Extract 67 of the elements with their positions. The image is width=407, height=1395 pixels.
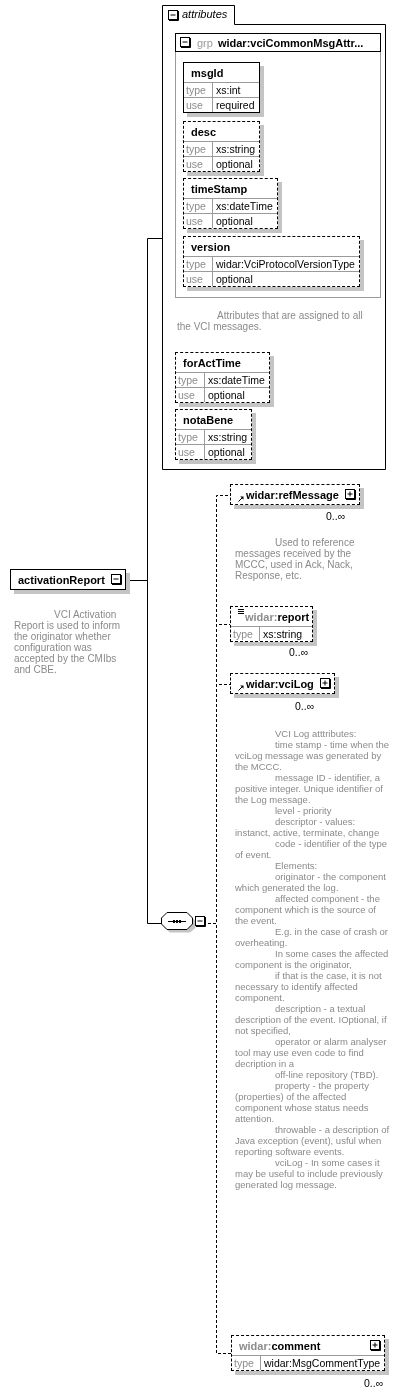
documentation-text: off-line repository (TBD). [274,1069,380,1080]
documentation-text: Used to reference messages received by the MCCC, used in Ack, Nack, Response, etc. [235,537,356,581]
documentation-text: VCI Activation Report is used to inform the originator whether configuration was accepted by the CMIbs and CBE. [14,609,122,675]
multiplicity-label: 0..∞ [295,700,315,712]
documentation-text: Elements: [274,860,319,871]
property-label: use [176,445,205,459]
documentation-text: E.g. in the case of crash or overheating. [235,926,389,948]
property-label: type [184,83,213,97]
property-label: type [184,199,213,213]
attributes-panel [162,5,386,470]
property-value: widar:MsgCommentType [263,1356,382,1370]
property-value: optional [207,445,246,459]
property-label: type [231,627,260,641]
sequence-octagon [161,912,208,933]
property-label: type [176,430,205,444]
multiplicity-label: 0..∞ [289,646,309,658]
property-label: use [176,388,205,402]
property-value: xs:dateTime [207,373,266,387]
documentation-text: code - identifier of the type of event. [235,838,388,860]
element-name: timeStamp [191,182,248,195]
element-name: activationReport [18,573,105,586]
group-box [175,33,381,298]
property-value: optional [215,214,254,228]
documentation-text: vciLog - In some cases it may be useful to include previously generated log message. [235,1157,384,1190]
property-label: type [232,1356,261,1370]
documentation-text: message ID - identifier, a positive integer. Unique identifier of the Log message. [235,772,384,805]
group-keyword: grp [197,36,213,49]
multiplicity-label: 0..∞ [364,1377,384,1389]
property-value: optional [207,388,246,402]
documentation-text: Attributes that are assigned to all the VCI messages. [177,310,364,332]
property-value: xs:int [215,83,242,97]
property-label: use [184,98,213,112]
property-label: type [184,257,213,271]
property-label: use [184,157,213,171]
property-value: optional [215,157,254,171]
connector-line [207,923,232,1354]
property-value: xs:string [207,430,249,444]
element-name: widar:comment [239,1339,321,1352]
property-label: use [184,214,213,228]
property-value: widar:VciProtocolVersionType [215,257,356,271]
element-name: notaBene [183,413,234,426]
property-value: required [215,98,256,112]
documentation-text: time stamp - time when the vciLog message was generated by the MCCC. [235,739,390,772]
documentation-text: affected component - the component which is the source of the event. [235,893,381,926]
documentation-text: level - priority [274,805,333,816]
element-name: widar:refMessage [246,488,339,501]
element-name: desc [191,125,217,138]
documentation-text: throwable - a description of Java exception (event), usful when reporting software events. [235,1124,390,1157]
property-value: optional [215,272,254,286]
property-label: type [184,142,213,156]
documentation-text: if that is the case, it is not necessary to identify affected component. [235,970,383,1003]
element-name: version [191,240,231,253]
property-value: xs:string [215,142,257,156]
documentation-text: property - the property (properties) of the affected component whose status needs attention. [235,1080,370,1124]
property-label: use [184,272,213,286]
property-value: xs:dateTime [215,199,274,213]
multiplicity-label: 0..∞ [326,510,346,522]
group-name: widar:vciCommonMsgAttr... [217,36,364,49]
element-name: forActTime [183,356,241,369]
panel-title: attributes [182,8,228,20]
property-label: type [176,373,205,387]
documentation-text: VCI Log atttributes: [274,728,358,739]
element-name: msgId [191,66,224,79]
element-name: widar:vciLog [246,677,314,690]
element-name: widar:report [245,610,310,623]
documentation-text: originator - the component which generated the log. [235,871,387,893]
property-value: xs:string [262,627,304,641]
